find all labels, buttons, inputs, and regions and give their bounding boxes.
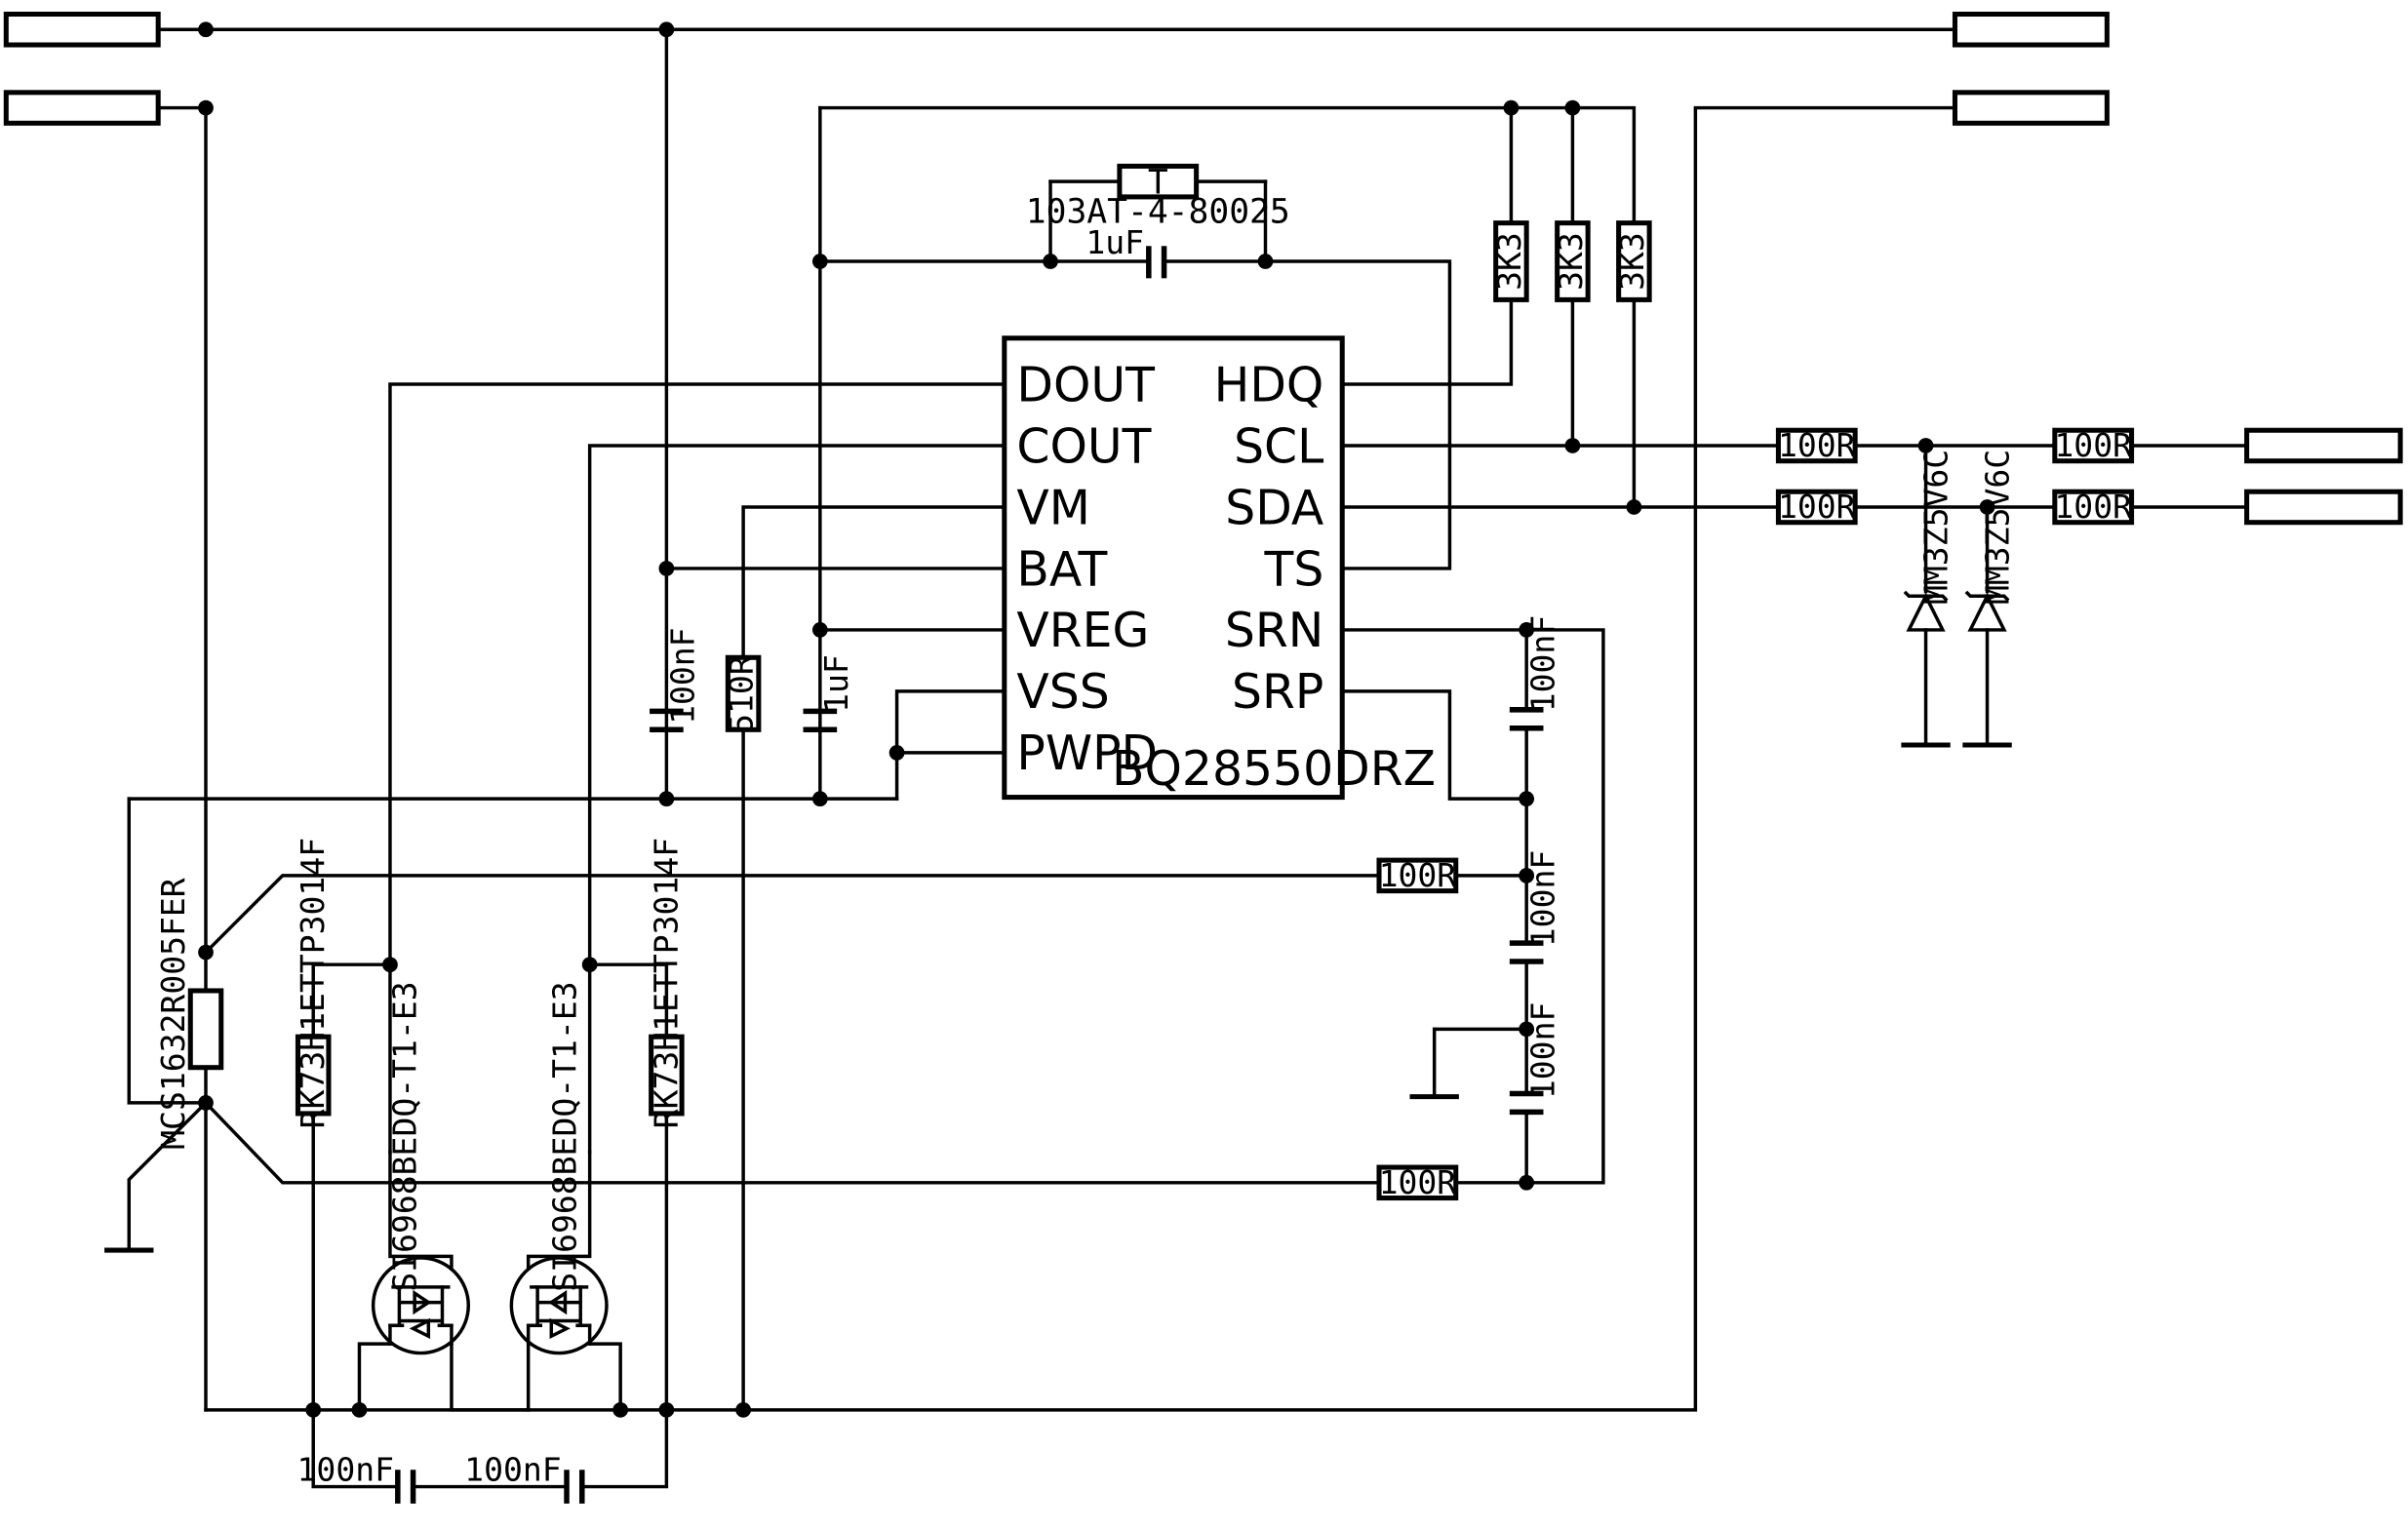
resistor-3k3-3-label: 3K3: [1613, 232, 1651, 291]
pad-top-left-2: [3, 90, 161, 126]
ic-bq28550: DOUT COUT VM BAT VREG VSS PWPD HDQ SCL S…: [1002, 335, 1436, 801]
pin-vreg: VREG: [1016, 603, 1149, 658]
capacitor-1uf-ts-label: 1uF: [1086, 223, 1144, 261]
resistor-sda-1-label: 100R: [1778, 488, 1856, 526]
mosfet-1: SI6968BEDQ-T1-E3: [371, 981, 470, 1355]
resistor-sense-top-label: 100R: [1379, 856, 1457, 894]
resistor-sense-top: 100R: [1376, 856, 1459, 894]
pad-sda: [2244, 489, 2403, 526]
capacitor-100nf-srp-label: 100nF: [1524, 1002, 1562, 1099]
capacitor-100nf-bat: 100nF: [650, 627, 702, 733]
pin-dout: DOUT: [1016, 357, 1155, 412]
pad-top-right-1: [1952, 11, 2110, 48]
capacitor-1uf-ts: 1uF: [1086, 223, 1167, 279]
resistor-3k3-2: [1555, 220, 1591, 302]
resistor-scl-2: [2052, 427, 2135, 464]
resistor-3k3-3: [1616, 220, 1652, 302]
resistor-510r: 510R: [723, 654, 762, 733]
gate-resistor-1-body: [295, 1034, 332, 1117]
capacitor-bottom-1: 100nF: [297, 1450, 416, 1504]
resistor-sda-2: [2052, 489, 2135, 526]
connector-pads: [3, 11, 2403, 526]
capacitor-100nf-mid-label: 100nF: [1524, 850, 1562, 947]
tvs-diode-1-label: MM3Z5V6C: [1917, 450, 1955, 605]
gate-resistor-2: RK73H1ETTP3014F: [647, 838, 685, 1128]
pin-srn: SRN: [1225, 603, 1323, 658]
pin-scl: SCL: [1234, 418, 1323, 474]
pullup-resistors: 3K3 3K3 3K3: [1490, 220, 1652, 302]
mosfet-2-label: SI6968BEDQ-T1-E3: [545, 981, 583, 1291]
tvs-diode-2: MM3Z5V6C: [1964, 450, 2017, 632]
shunt-resistor: MCS1632R005FER: [154, 878, 224, 1150]
capacitor-100nf-srn-label: 100nF: [1524, 615, 1562, 712]
capacitor-100nf-bat-label: 100nF: [664, 627, 702, 724]
wires: [104, 27, 2249, 1489]
gate-resistor-2-label: RK73H1ETTP3014F: [647, 838, 685, 1128]
resistor-3k3-2-label: 3K3: [1552, 232, 1590, 291]
resistor-sense-bottom-body: [1376, 1164, 1459, 1201]
tvs-diode-1: MM3Z5V6C: [1903, 450, 1955, 632]
pad-top-right-2: [1952, 90, 2110, 126]
resistor-3k3-1: [1493, 220, 1529, 302]
ic-body: [1002, 335, 1345, 801]
resistor-sense-top-body: [1376, 857, 1459, 894]
mosfet-1-label: SI6968BEDQ-T1-E3: [386, 981, 424, 1291]
bus-resistors: 100R 100R 100R 100R: [1775, 426, 2135, 526]
pin-ts: TS: [1264, 541, 1324, 597]
resistor-510r-label: 510R: [723, 655, 761, 733]
gate-resistor-1-label: RK73H1ETTP3014F: [294, 838, 332, 1128]
tvs-diode-2-label: MM3Z5V6C: [1979, 450, 2017, 605]
pin-srp: SRP: [1232, 664, 1323, 720]
junction-dots: [198, 21, 1995, 1418]
pin-vm: VM: [1016, 480, 1089, 535]
capacitor-1uf-vreg-label: 1uF: [817, 654, 855, 713]
resistor-3k3-1-label: 3K3: [1490, 232, 1528, 291]
capacitor-1uf-vreg: 1uF: [803, 654, 855, 733]
thermistor-body: [1117, 163, 1200, 200]
pin-pwpd: PWPD: [1016, 726, 1158, 781]
pad-top-left-1: [3, 11, 161, 48]
resistor-sda-1: [1775, 489, 1858, 526]
thermistor: T 103AT-4-80025: [1026, 164, 1290, 232]
capacitor-100nf-srp: 100nF: [1509, 1002, 1562, 1116]
capacitor-100nf-srn: 100nF: [1509, 615, 1562, 731]
thermistor-symbol: T: [1148, 164, 1168, 203]
resistor-scl-2-label: 100R: [2054, 426, 2132, 464]
pin-sda: SDA: [1225, 480, 1323, 535]
thermistor-label: 103AT-4-80025: [1026, 193, 1290, 232]
gate-resistor-2-body: [649, 1034, 685, 1117]
mosfet-2: SI6968BEDQ-T1-E3: [509, 981, 609, 1355]
resistor-sense-bottom-label: 100R: [1379, 1163, 1457, 1201]
capacitor-100nf-mid: 100nF: [1509, 850, 1562, 964]
pin-hdq: HDQ: [1214, 357, 1324, 412]
pin-bat: BAT: [1016, 541, 1107, 597]
capacitor-bottom-2: 100nF: [464, 1450, 585, 1504]
capacitor-bottom-1-label: 100nF: [297, 1450, 394, 1488]
resistor-sda-2-label: 100R: [2054, 488, 2132, 526]
shunt-resistor-body: [187, 988, 224, 1071]
ic-part-number: BQ28550DRZ: [1112, 741, 1436, 797]
resistor-scl-1-label: 100R: [1778, 426, 1856, 464]
pin-vss: VSS: [1016, 664, 1109, 720]
resistor-sense-bottom: 100R: [1376, 1163, 1459, 1201]
capacitor-bottom-2-label: 100nF: [464, 1450, 561, 1488]
pad-scl: [2244, 427, 2403, 464]
resistor-scl-1: [1775, 427, 1858, 464]
gate-resistor-1: RK73H1ETTP3014F: [294, 838, 332, 1128]
resistor-510r-body: [725, 654, 762, 732]
shunt-resistor-label: MCS1632R005FER: [154, 878, 192, 1150]
pin-cout: COUT: [1016, 418, 1151, 474]
